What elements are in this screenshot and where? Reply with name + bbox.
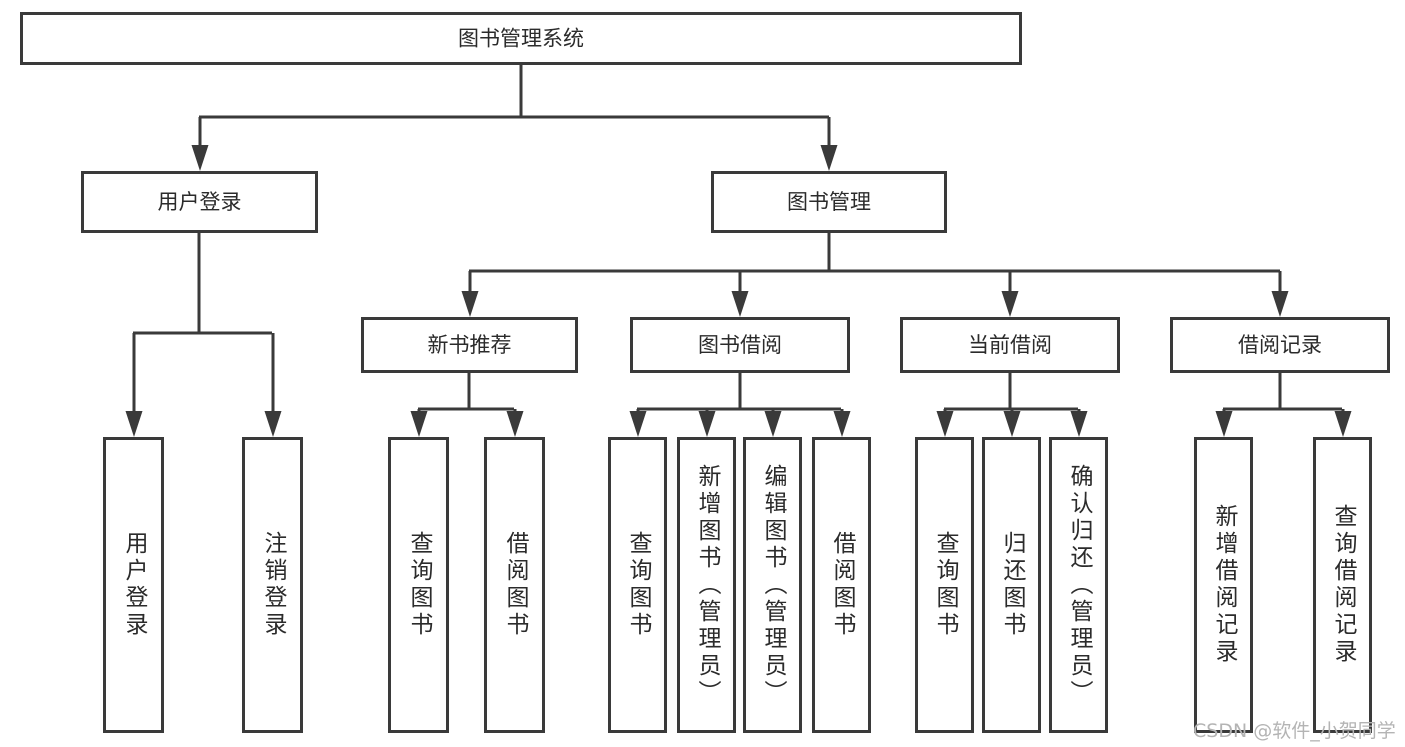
node-leaf-add-record[interactable] [1194,437,1253,733]
node-label-bookmgmt: 图书管理 [787,190,871,214]
node-leaf-user-login[interactable] [103,437,164,733]
edge-newbook-to-leaf-query-book-1 [410,409,428,437]
node-leaf-query-book-3[interactable] [915,437,974,733]
node-label-root: 图书管理系统 [458,27,584,51]
edge-current-to-leaf-confirm-return [1070,409,1088,437]
node-newbook[interactable] [361,317,578,373]
edge-root-to-bookmgmt [820,117,838,171]
node-label-records: 借阅记录 [1238,333,1322,357]
edge-bookmgmt-to-records [1271,271,1289,317]
node-root[interactable] [20,12,1022,65]
node-leaf-confirm-return[interactable] [1049,437,1108,733]
node-leaf-add-book[interactable] [677,437,736,733]
connector-bus-bookmgmt [469,233,1280,273]
edge-borrow-to-leaf-query-book-2 [629,409,647,437]
connector-bus-records [1223,373,1342,411]
node-label-login: 用户登录 [158,190,242,214]
edge-current-to-leaf-return-book [1003,409,1021,437]
node-leaf-return-book[interactable] [982,437,1041,733]
connector-bus-current [944,373,1078,411]
node-leaf-edit-book[interactable] [743,437,802,733]
edge-login-to-leaf-logout [264,333,282,437]
connector-bus-newbook [418,373,514,411]
edge-borrow-to-leaf-borrow-book-2 [833,409,851,437]
node-records[interactable] [1170,317,1390,373]
node-label-borrow: 图书借阅 [698,333,782,357]
edge-records-to-leaf-add-record [1215,409,1233,437]
edge-bookmgmt-to-current [1001,271,1019,317]
edge-login-to-leaf-user-login [125,333,143,437]
node-leaf-query-record[interactable] [1313,437,1372,733]
node-leaf-borrow-book-2[interactable] [812,437,871,733]
edge-bookmgmt-to-newbook [461,271,479,317]
edge-newbook-to-leaf-borrow-book-1 [506,409,524,437]
node-leaf-borrow-book-1[interactable] [484,437,545,733]
connector-layer [125,65,1352,437]
node-label-newbook: 新书推荐 [428,333,512,357]
edge-current-to-leaf-query-book-3 [936,409,954,437]
edge-bookmgmt-to-borrow [731,271,749,317]
edge-borrow-to-leaf-add-book [698,409,716,437]
edge-records-to-leaf-query-record [1334,409,1352,437]
connector-bus-root [199,65,829,119]
node-leaf-logout[interactable] [242,437,303,733]
node-leaf-query-book-2[interactable] [608,437,667,733]
node-current[interactable] [900,317,1120,373]
connector-bus-borrow [637,373,841,411]
node-borrow[interactable] [630,317,850,373]
connector-bus-login [133,233,272,335]
node-leaf-query-book-1[interactable] [388,437,449,733]
node-bookmgmt[interactable] [711,171,947,233]
node-label-current: 当前借阅 [968,333,1052,357]
edge-root-to-login [191,117,209,171]
node-login[interactable] [81,171,318,233]
edge-borrow-to-leaf-edit-book [764,409,782,437]
